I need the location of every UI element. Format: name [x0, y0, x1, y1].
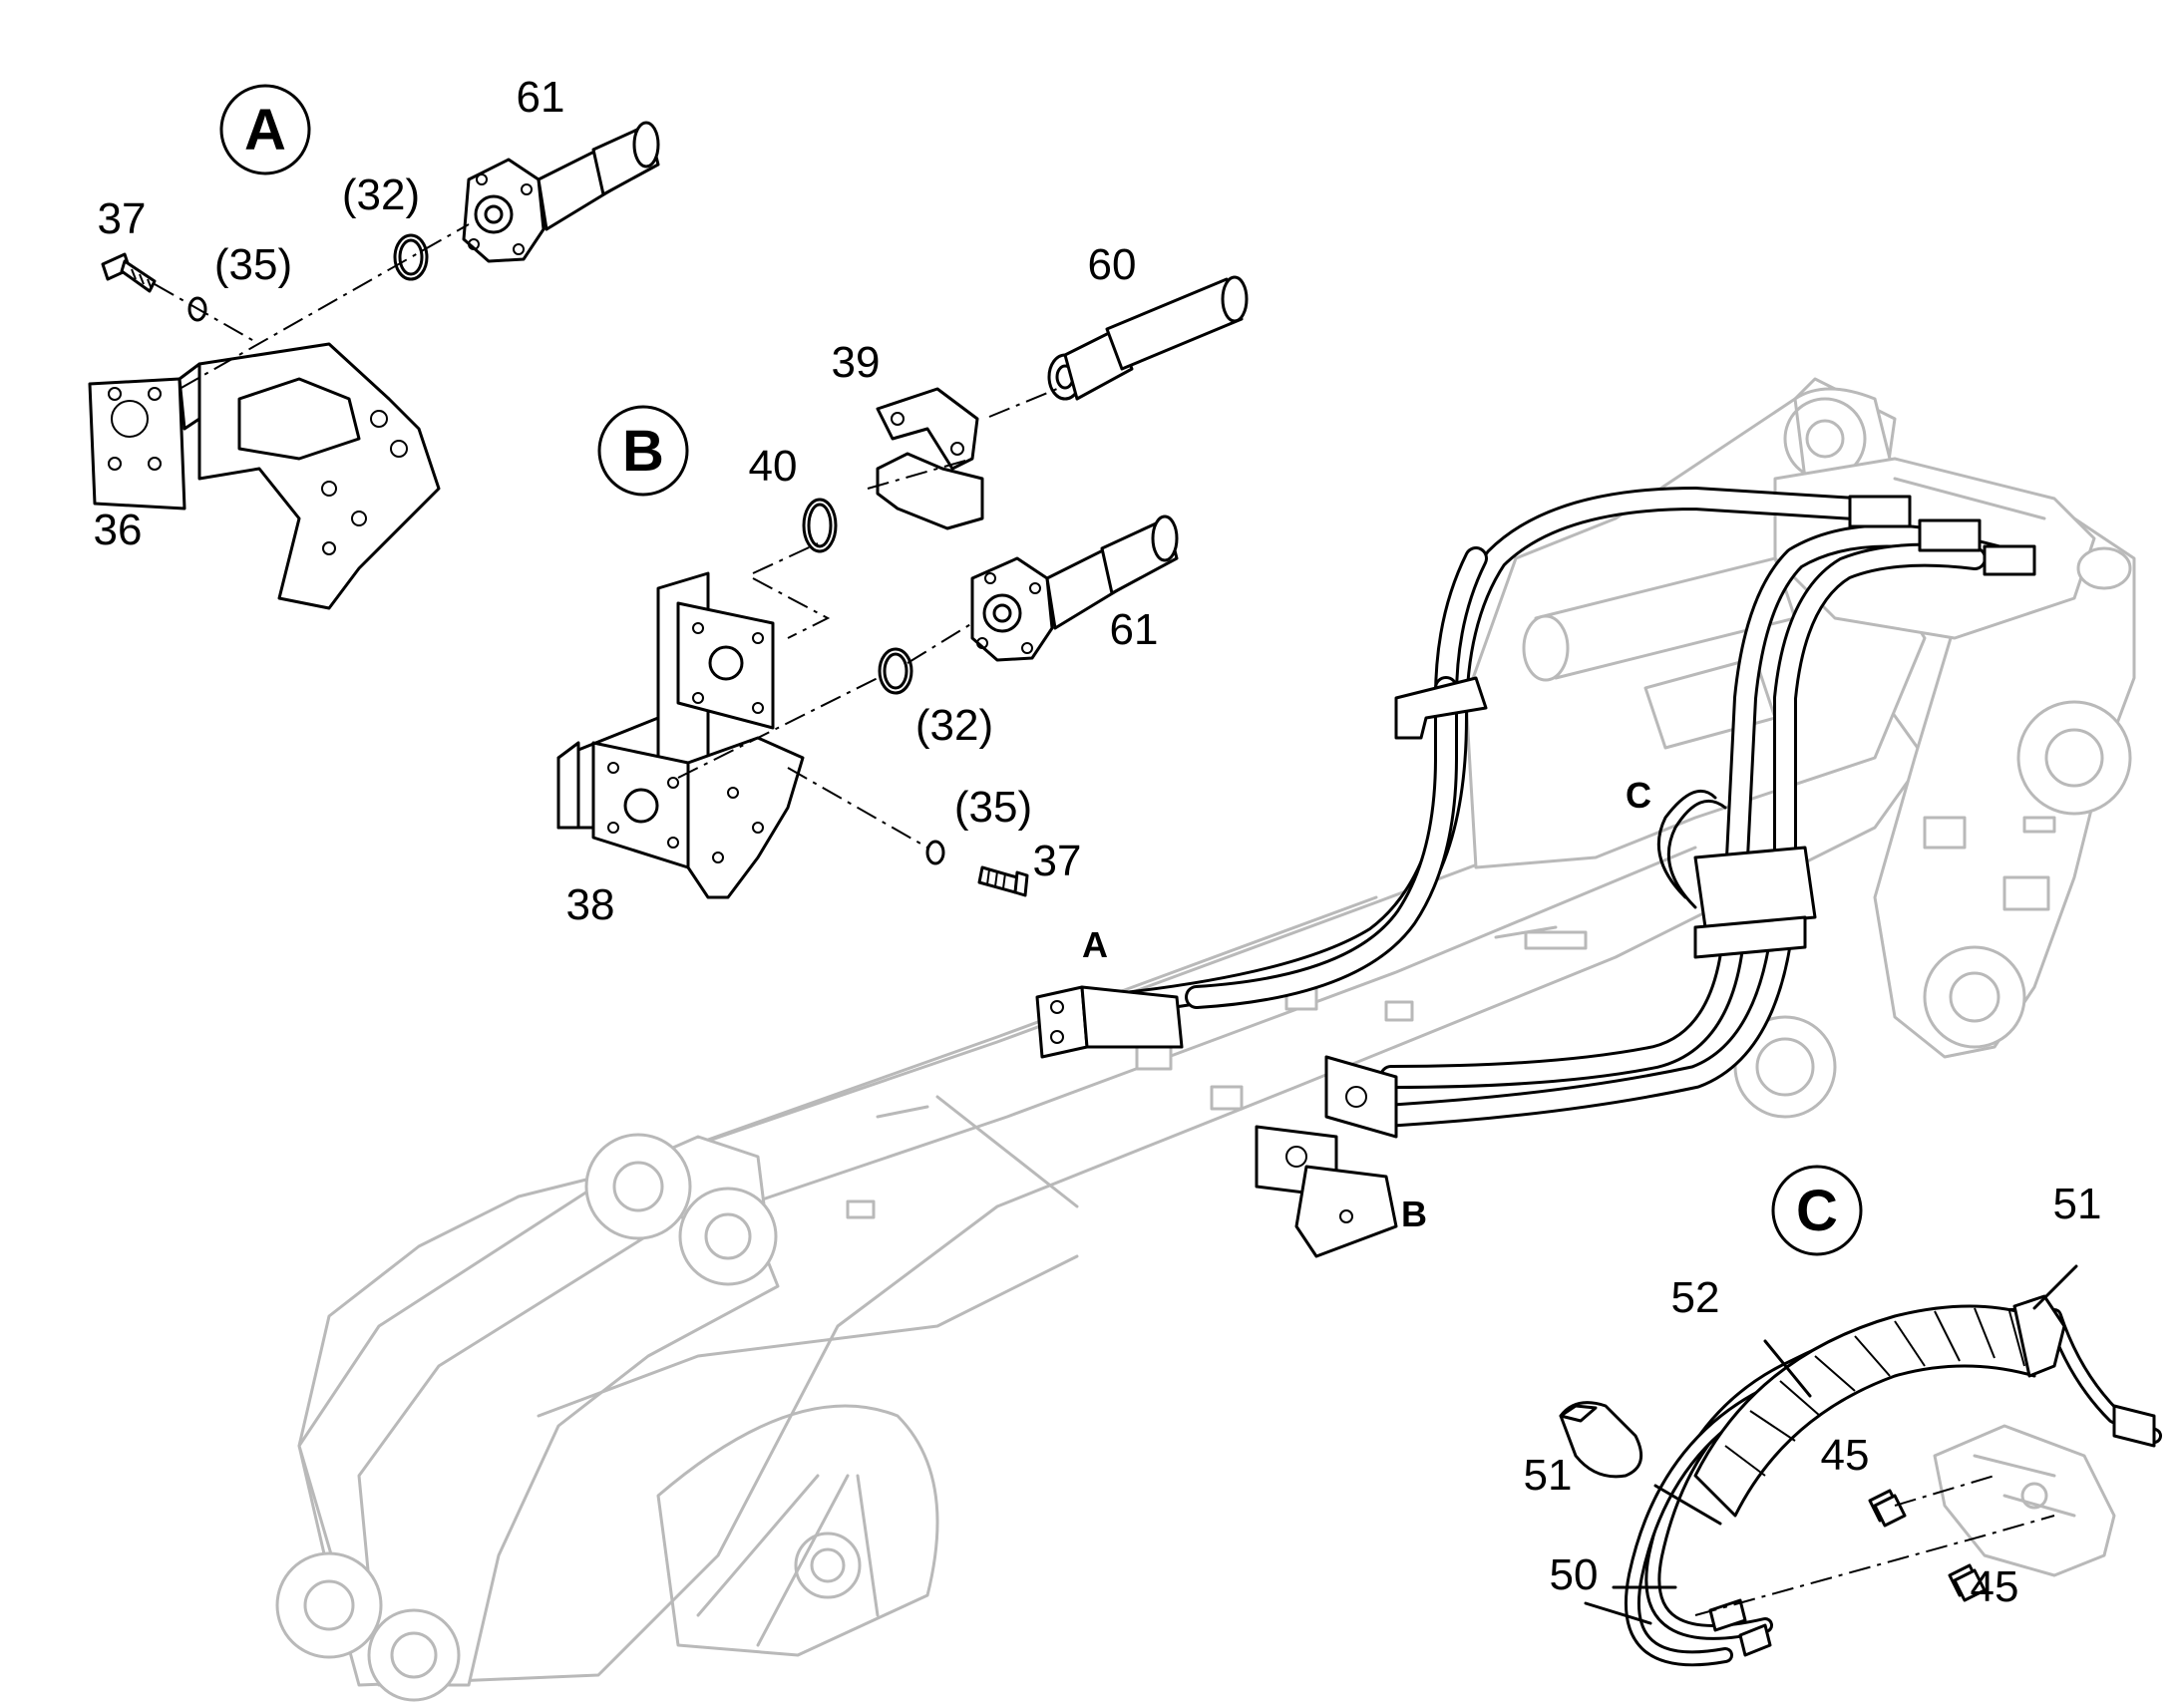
location-mark-a: A	[1082, 924, 1108, 965]
label-60: 60	[1088, 240, 1137, 289]
part-45-fitting	[1868, 1489, 1987, 1602]
label-37-b: 37	[1033, 837, 1082, 885]
location-mark-c: C	[1626, 775, 1651, 816]
callout-b: B	[622, 419, 664, 484]
part-39-split-flange	[876, 387, 984, 530]
label-51-loose: 51	[1524, 1451, 1573, 1500]
label-39: 39	[832, 338, 881, 387]
callout-a: A	[244, 98, 286, 163]
label-38: 38	[566, 880, 615, 929]
bracket-location-b	[1255, 1055, 1398, 1258]
bracket-location-a	[1035, 985, 1184, 1059]
label-37-a: 37	[98, 194, 147, 243]
callout-c: C	[1796, 1179, 1838, 1243]
part-38-bracket	[556, 571, 805, 899]
part-61-hose-flange-b	[970, 514, 1179, 662]
detail-b	[556, 275, 1249, 899]
part-36-bracket	[88, 342, 441, 610]
label-36: 36	[94, 506, 143, 554]
label-51-top: 51	[2053, 1180, 2102, 1228]
part-51-clamp	[2012, 1294, 2066, 1378]
label-50: 50	[1550, 1550, 1599, 1599]
labels: A B C A B C 61 (32) 37 (35) 36 60 39 40 …	[94, 73, 2102, 1611]
label-35-b: (35)	[954, 783, 1032, 832]
leader-lines	[1584, 1264, 2078, 1625]
part-61-hose-flange	[462, 121, 660, 263]
callout-circle-c	[1771, 1165, 1863, 1256]
label-32-b: (32)	[915, 701, 993, 750]
detail-a	[88, 121, 660, 610]
part-37-bolt-b	[977, 865, 1029, 897]
callout-circle-a	[219, 84, 311, 175]
part-37-bolt	[101, 252, 157, 293]
label-52: 52	[1671, 1273, 1720, 1322]
label-35-a: (35)	[214, 240, 292, 289]
label-61-b: 61	[1110, 605, 1159, 654]
label-61-a: 61	[517, 73, 565, 122]
detail-c	[1559, 1294, 2162, 1667]
label-45-bottom: 45	[1971, 1562, 2019, 1611]
part-60-hose	[1047, 275, 1249, 401]
label-40: 40	[749, 442, 798, 491]
part-51-clamp-loose	[1559, 1401, 1643, 1479]
part-35-washer-b	[925, 840, 945, 865]
callout-circle-b	[597, 405, 689, 497]
label-32-a: (32)	[342, 171, 420, 219]
boom-hose-set	[1075, 487, 2036, 1129]
mounting-block-c	[1933, 1424, 2116, 1577]
label-45-top: 45	[1821, 1431, 1870, 1480]
location-mark-b: B	[1401, 1194, 1427, 1234]
